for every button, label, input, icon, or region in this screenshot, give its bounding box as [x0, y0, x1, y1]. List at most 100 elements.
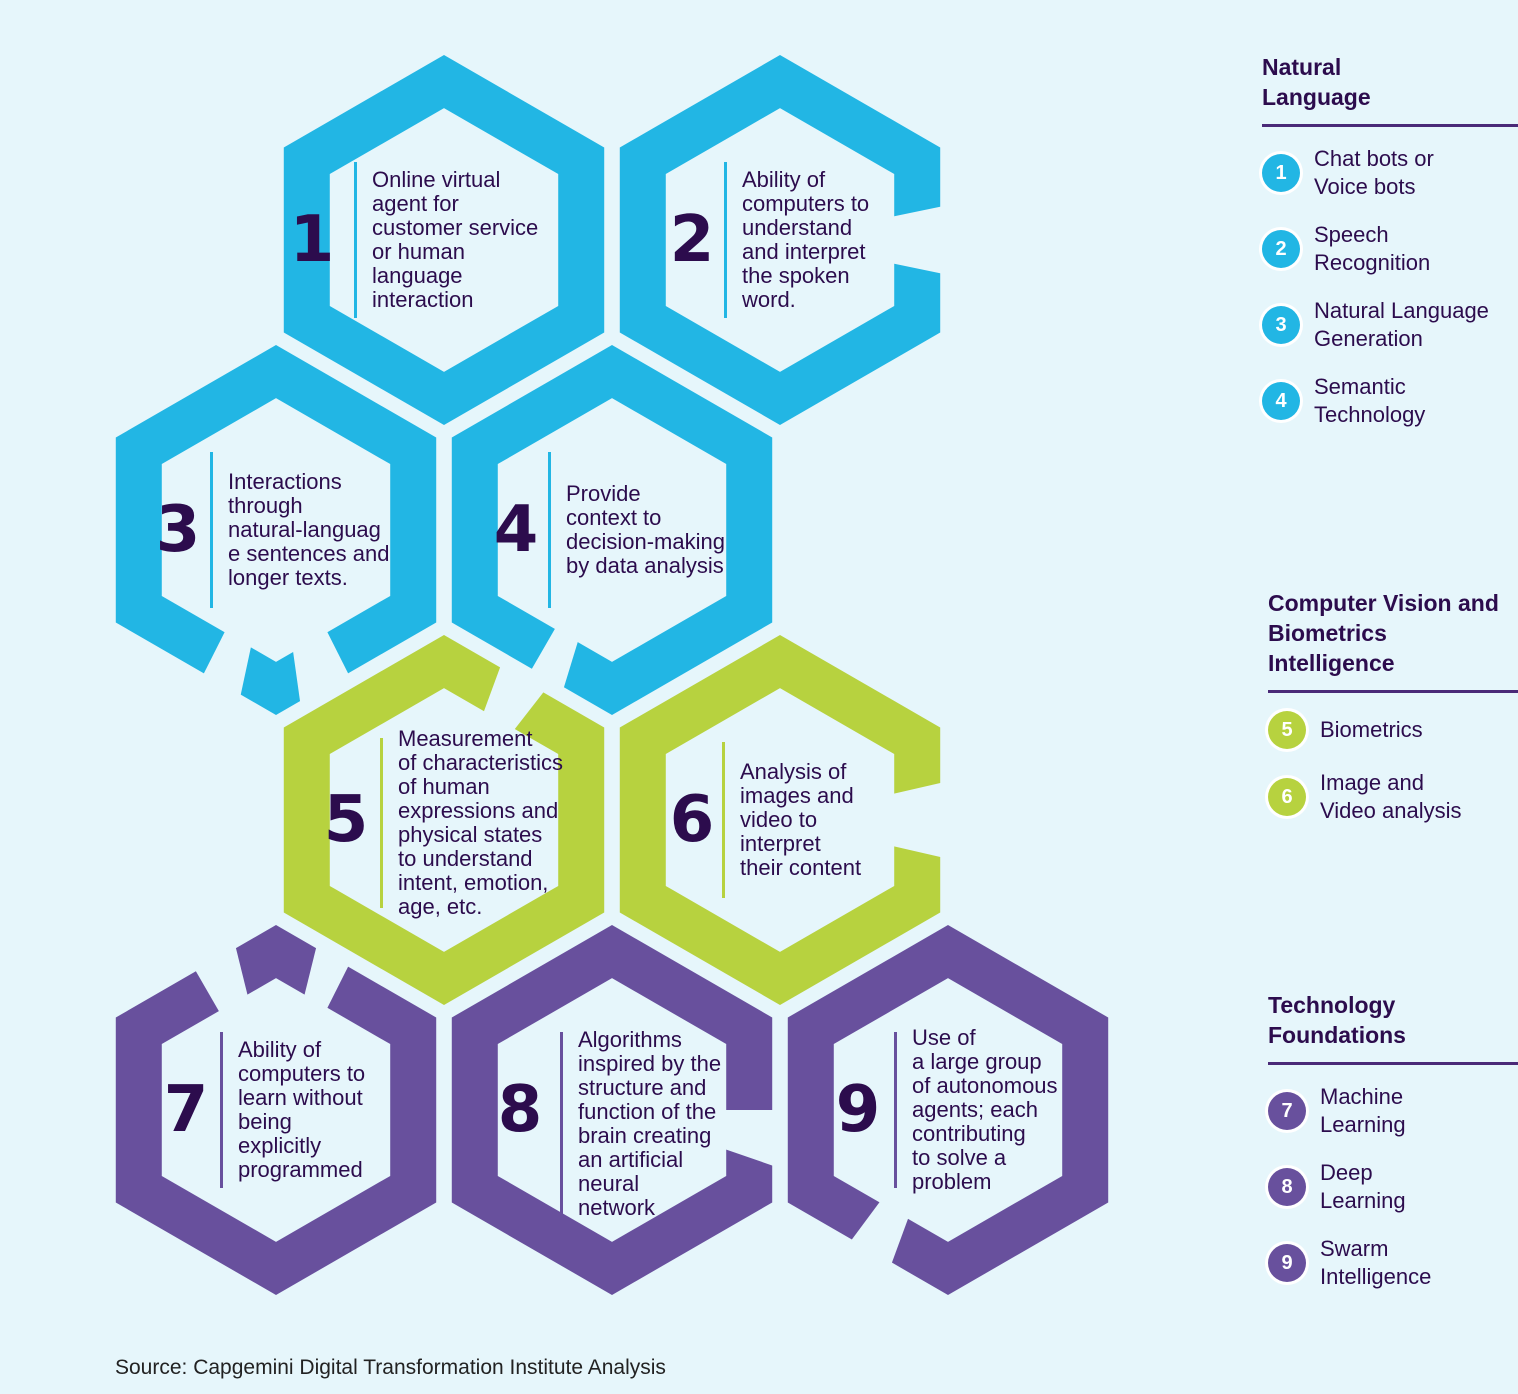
- hexagon-4: [451, 345, 773, 715]
- description-line: to understand: [398, 846, 533, 871]
- description-line: longer texts.: [228, 565, 348, 590]
- hexagon-number: 3: [155, 493, 201, 567]
- hexagon-gap: [892, 206, 942, 274]
- description-line: inspired by the: [578, 1051, 722, 1076]
- description-line: language: [372, 263, 463, 288]
- hexagon-1: [283, 55, 605, 425]
- legend-number-badge: 9: [1268, 1244, 1306, 1282]
- description-line: computers to: [742, 191, 870, 216]
- description-line: customer service: [372, 215, 539, 240]
- hexagon-number: 2: [669, 203, 715, 277]
- legend-label: Image and Video analysis: [1320, 770, 1462, 823]
- hexagon-gap: [203, 630, 252, 697]
- legend-label: Machine Learning: [1320, 1084, 1406, 1137]
- description-line: natural-languag: [228, 517, 381, 542]
- description-line: the spoken: [742, 263, 850, 288]
- hexagon-gap: [531, 627, 579, 689]
- description-line: agent for: [372, 191, 459, 216]
- hexagon-inner: [665, 108, 895, 372]
- legend-label: Natural Language Generation: [1314, 298, 1489, 351]
- description-line: brain creating: [578, 1123, 712, 1148]
- legend-label: Deep Learning: [1320, 1160, 1406, 1213]
- description-line: decision-making: [566, 529, 725, 554]
- legend-title: Natural Language: [1262, 52, 1518, 127]
- legend-item: 7 Machine Learning: [1268, 1083, 1518, 1139]
- description-line: an artificial: [578, 1147, 684, 1172]
- hexagon-number: 7: [163, 1073, 209, 1147]
- description-line: Use of: [912, 1025, 976, 1050]
- description-line: explicitly: [238, 1133, 322, 1158]
- legend-group-computer-vision: Computer Vision and Biometrics Intellige…: [1268, 588, 1518, 845]
- description-line: by data analysis: [566, 553, 724, 578]
- legend-item: 6 Image and Video analysis: [1268, 769, 1518, 825]
- hexagon-inner: [161, 978, 391, 1242]
- description-line: and interpret: [742, 239, 866, 264]
- hexagon-7: [115, 925, 437, 1295]
- description-line: their content: [740, 855, 862, 880]
- hexagon-2: [619, 55, 942, 425]
- hexagon-inner: [497, 978, 727, 1242]
- description-line: interpret: [740, 831, 821, 856]
- description-line: problem: [912, 1169, 992, 1194]
- legend-number-badge: 3: [1262, 306, 1300, 344]
- legend-number-badge: 8: [1268, 1168, 1306, 1206]
- hexagon-inner: [329, 688, 559, 952]
- legend-number-badge: 1: [1262, 154, 1300, 192]
- description-line: Online virtual: [372, 167, 501, 192]
- hexagon-inner: [329, 108, 559, 372]
- description-line: contributing: [912, 1121, 1026, 1146]
- description-line: interaction: [372, 287, 474, 312]
- description-line: function of the: [578, 1099, 717, 1124]
- description-line: intent, emotion,: [398, 870, 549, 895]
- source-note: Source: Capgemini Digital Transformation…: [115, 1356, 666, 1379]
- hexagon-gap: [483, 665, 545, 731]
- description-line: computers to: [238, 1061, 366, 1086]
- description-line: understand: [742, 215, 853, 240]
- hexagon-number: 8: [497, 1073, 543, 1147]
- description-line: being: [238, 1109, 292, 1134]
- legend-number-badge: 7: [1268, 1092, 1306, 1130]
- hexagon-number: 1: [289, 203, 335, 277]
- description-line: images and: [740, 783, 854, 808]
- description-line: of characteristics: [398, 750, 564, 775]
- description-line: Measurement: [398, 726, 533, 751]
- legend-number-badge: 6: [1268, 778, 1306, 816]
- description-line: Interactions: [228, 469, 342, 494]
- hexagon-gap: [292, 630, 349, 703]
- legend-item: 3 Natural Language Generation: [1262, 297, 1518, 353]
- description-line: expressions and: [398, 798, 559, 823]
- hexagon-number: 5: [323, 783, 369, 857]
- description-line: physical states: [398, 822, 543, 847]
- description-line: age, etc.: [398, 894, 483, 919]
- hexagon-number: 9: [835, 1073, 881, 1147]
- hexagon-number: 6: [669, 783, 715, 857]
- hexagon-gap: [850, 1200, 909, 1265]
- hexagon-8: [451, 925, 774, 1295]
- legend-label: Semantic Technology: [1314, 374, 1426, 427]
- description-line: or human: [372, 239, 465, 264]
- legend-item: 2 Speech Recognition: [1262, 221, 1518, 277]
- description-line: Ability of: [742, 167, 826, 192]
- description-line: Provide: [566, 481, 641, 506]
- description-line: agents; each: [912, 1097, 1038, 1122]
- description-line: context to: [566, 505, 662, 530]
- description-line: Algorithms: [578, 1027, 682, 1052]
- description-line: e sentences and: [228, 541, 390, 566]
- legend-label: Speech Recognition: [1314, 222, 1431, 275]
- description-line: programmed: [238, 1157, 363, 1182]
- legend-number-badge: 2: [1262, 230, 1300, 268]
- description-line: neural: [578, 1171, 640, 1196]
